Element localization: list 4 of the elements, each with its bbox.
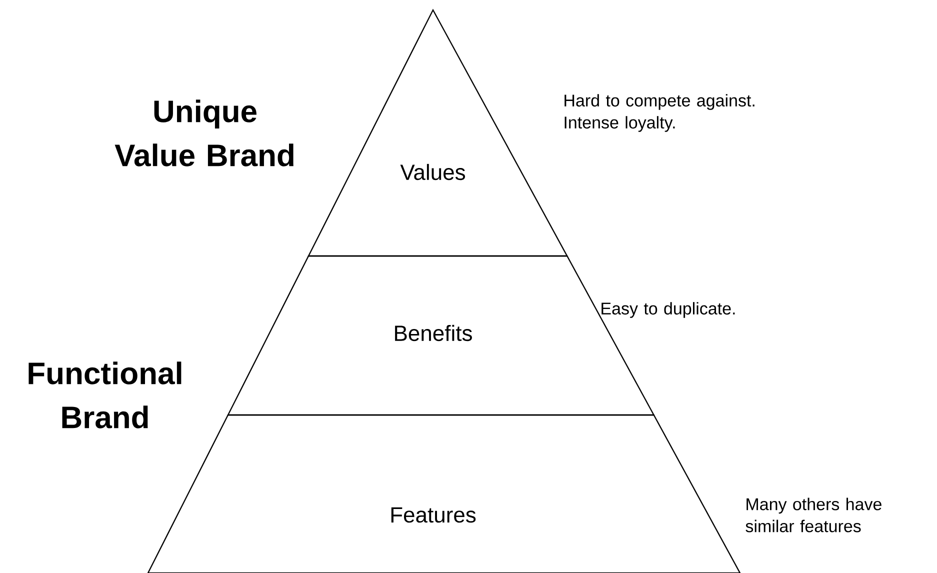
layer-note: Many others have similar features <box>746 498 882 532</box>
pyramid-layer: Features <box>147 414 742 573</box>
layer-note: Easy to duplicate. <box>602 302 735 318</box>
side-heading: Unique Value Brand <box>114 100 294 166</box>
